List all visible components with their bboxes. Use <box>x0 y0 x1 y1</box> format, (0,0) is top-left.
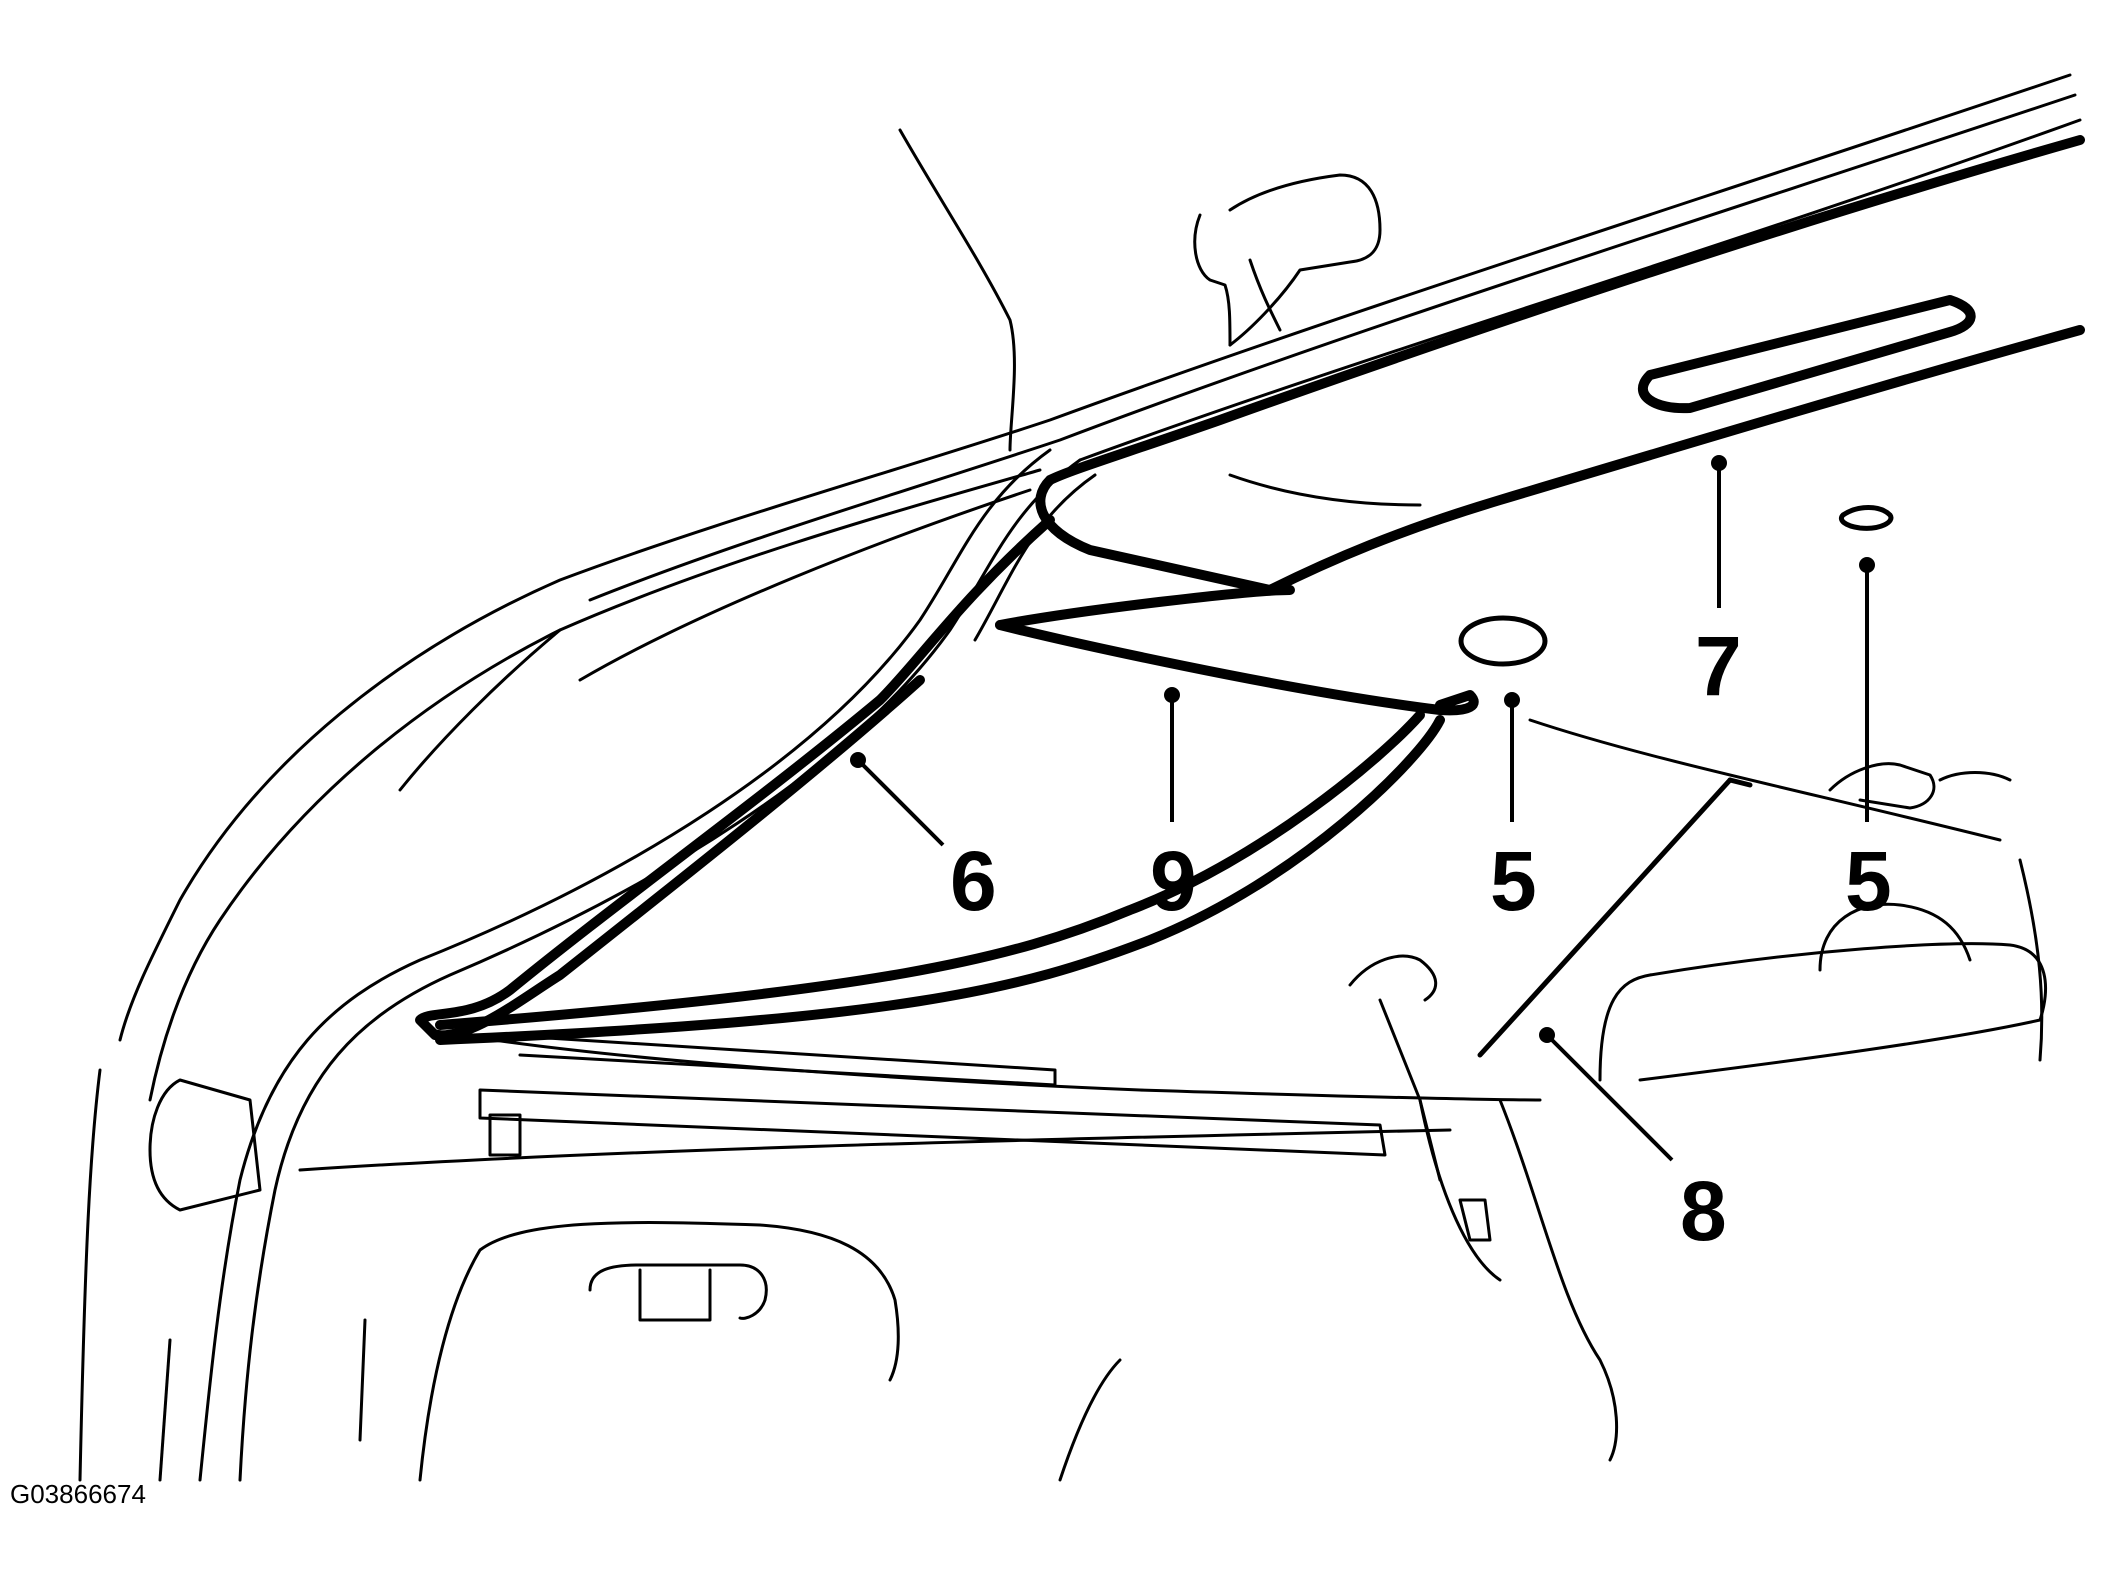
callout-labels: 6 9 5 5 7 8 <box>950 619 1892 1258</box>
leader-line-6 <box>856 758 945 847</box>
callout-9: 9 <box>1150 834 1197 928</box>
clip-grommet-small <box>1838 505 1894 531</box>
interior-trim-details <box>78 1028 1618 1482</box>
roof-weatherstrip-7 <box>1035 135 2085 595</box>
rear-seat-outline <box>1348 762 2047 1182</box>
figure-id: G03866674 <box>10 1479 146 1509</box>
clip-grommet-large <box>1458 615 1548 667</box>
callout-7: 7 <box>1695 619 1742 713</box>
callout-5b: 5 <box>1845 834 1892 928</box>
callout-6: 6 <box>950 834 997 928</box>
leader-line-8 <box>1545 1033 1674 1162</box>
seat-headrest-outline <box>898 128 1422 507</box>
door-opening-weatherstrip-8 <box>1477 718 2002 1058</box>
callout-5a: 5 <box>1490 834 1537 928</box>
callout-8: 8 <box>1680 1164 1727 1258</box>
quarter-window-weatherstrip <box>415 515 1479 1045</box>
callout-leaders <box>850 455 1875 1162</box>
roof-rail-outline <box>118 73 2082 1102</box>
